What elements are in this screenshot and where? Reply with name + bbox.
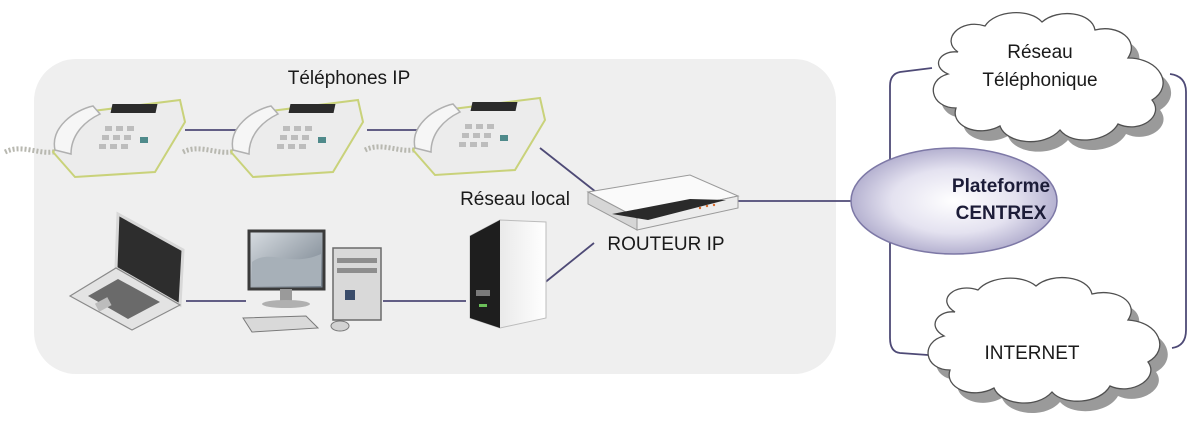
laptop-icon bbox=[68, 211, 185, 331]
phone-network-label-line1: Réseau bbox=[1007, 42, 1073, 63]
link-server-router bbox=[542, 242, 595, 285]
platform-label-line2: CENTREX bbox=[955, 203, 1047, 224]
link-cloud-bracket-right bbox=[1169, 73, 1187, 349]
router-label: ROUTEUR IP bbox=[607, 234, 725, 255]
cloud-icon bbox=[932, 11, 1172, 152]
local-network-label: Réseau local bbox=[460, 189, 570, 210]
centrex-platform bbox=[850, 147, 1058, 255]
link-phone3-router bbox=[539, 147, 597, 193]
phones-label: Téléphones IP bbox=[287, 68, 411, 89]
cloud-icon bbox=[927, 276, 1168, 414]
platform-label-line1: Plateforme bbox=[951, 176, 1051, 197]
desktop-computer-icon bbox=[242, 229, 382, 333]
ip-phone-icon bbox=[5, 100, 185, 177]
router-icon bbox=[586, 174, 740, 231]
phone-network-label-line2: Téléphonique bbox=[982, 70, 1098, 91]
internet-label: INTERNET bbox=[984, 343, 1080, 364]
server-tower-icon bbox=[469, 219, 547, 329]
